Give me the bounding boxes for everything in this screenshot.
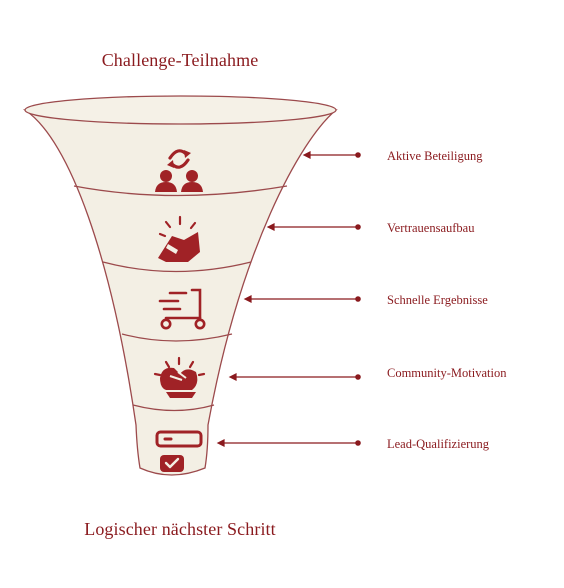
stage-label-lead-qualification: Lead-Qualifizierung xyxy=(387,437,490,451)
connector-1 xyxy=(302,151,361,159)
funnel-title-top: Challenge-Teilnahme xyxy=(101,50,259,70)
connector-2 xyxy=(266,223,361,231)
stage-label-active-participation: Aktive Beteiligung xyxy=(387,149,483,163)
stage-label-trust-building: Vertrauensaufbau xyxy=(387,221,475,235)
funnel-divider-1 xyxy=(73,185,288,197)
handshake-sparkle-icon xyxy=(158,215,200,262)
fast-scooter-icon xyxy=(158,288,206,330)
funnel-divider-3 xyxy=(121,333,233,342)
connector-5 xyxy=(216,439,361,447)
connector-4 xyxy=(228,373,361,381)
funnel-divider-2 xyxy=(102,261,252,273)
funnel-title-bottom: Logischer nächster Schritt xyxy=(84,519,276,539)
stage-label-quick-results: Schnelle Ergebnisse xyxy=(387,293,488,307)
form-checkmark-icon xyxy=(155,430,203,472)
fist-bump-icon xyxy=(153,356,206,398)
people-exchange-icon xyxy=(155,149,203,192)
funnel-rim xyxy=(24,95,337,125)
stage-label-community-motivation: Community-Motivation xyxy=(387,366,507,380)
connector-3 xyxy=(243,295,361,303)
funnel-divider-4 xyxy=(132,404,215,412)
